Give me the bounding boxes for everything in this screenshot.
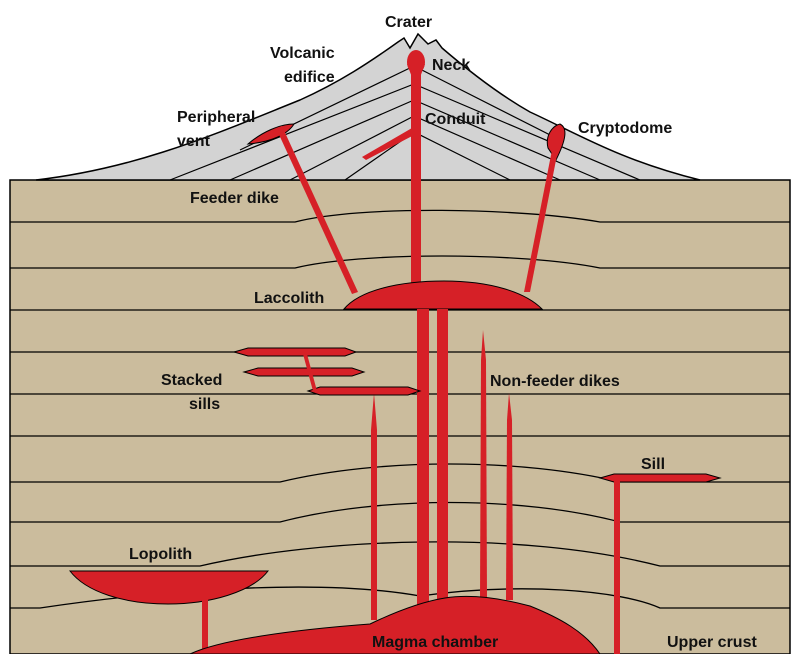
label-volcanic-edifice-2: edifice [284,69,335,86]
label-laccolith: Laccolith [254,290,324,307]
label-peripheral-vent-2: vent [177,133,211,150]
sill-feeder [614,478,620,654]
label-sill: Sill [641,456,665,473]
label-neck: Neck [432,57,470,74]
stacked-sill [308,387,420,395]
conduit [411,70,421,285]
non-feeder-dike [480,330,487,600]
non-feeder-dike [371,393,377,620]
label-magma-chamber: Magma chamber [372,634,498,651]
stacked-sill [244,368,364,376]
label-peripheral-vent-1: Peripheral [177,109,255,126]
label-feeder-dike: Feeder dike [190,190,279,207]
label-crater: Crater [385,14,432,31]
non-feeder-dike [506,393,513,600]
label-lopolith: Lopolith [129,546,192,563]
label-stacked-sills-1: Stacked [161,372,222,389]
feeder-pipe [417,309,429,609]
label-stacked-sills-2: sills [189,396,220,413]
lopolith-feeder [202,596,208,654]
label-conduit: Conduit [425,111,486,128]
label-cryptodome: Cryptodome [578,120,672,137]
label-upper-crust: Upper crust [667,634,757,651]
feeder-pipe [437,309,448,609]
label-volcanic-edifice-1: Volcanic [270,45,335,62]
label-non-feeder-dikes: Non-feeder dikes [490,373,620,390]
stacked-sill [234,348,356,356]
